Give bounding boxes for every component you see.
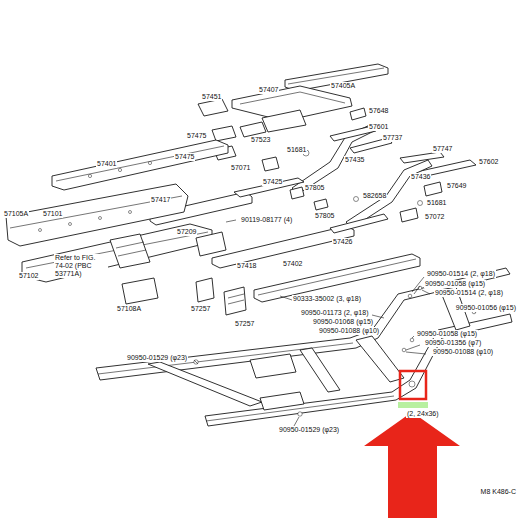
callout-number: 57805 (314, 212, 335, 220)
callout-number: 57418 (236, 262, 257, 270)
callout-number: 57425 (262, 178, 283, 186)
callout-number: 90950-01529 (φ23) (278, 426, 340, 434)
highlight-patch (398, 402, 428, 408)
callout-number: 90950-01173 (2, φ18) (300, 309, 369, 317)
callout-number: 57523 (250, 136, 271, 144)
callout-number: 90950-01514 (2, φ18) (434, 289, 504, 297)
callout-number: 582658 (362, 192, 387, 200)
callout-number: 57436 (410, 173, 431, 181)
callout-number: 57451 (201, 93, 222, 101)
reference-note: Refer to FIG. 74-02 (PBC 53771A) (54, 254, 108, 278)
callout-number: 57402 (282, 260, 303, 268)
callout-number: 57475 (186, 132, 207, 140)
callout-number: 90950-01514 (2, φ18) (426, 270, 496, 278)
callout-number: 57417 (150, 196, 171, 204)
callout-number: 51681 (286, 146, 307, 154)
assembled-frame (96, 268, 512, 426)
callout-number: 90950-01068 (φ15) (312, 318, 374, 326)
callout-number: 57102 (18, 272, 39, 280)
callout-number: 90119-08177 (4) (240, 216, 293, 224)
callout-number: M8 K486-C (480, 488, 517, 496)
callout-number: 57209 (176, 228, 197, 236)
callout-number: 90950-01056 (φ15) (455, 304, 517, 312)
callout-number: 57407 (258, 86, 279, 94)
callout-number: 57649 (446, 182, 467, 190)
callout-number: 57475 (174, 153, 195, 161)
red-arrow (364, 412, 460, 518)
callout-number: 57105A (3, 210, 29, 218)
callout-number: 57257 (190, 305, 211, 313)
callout-number: 57648 (368, 107, 389, 115)
callout-number: 57257 (234, 320, 255, 328)
callout-number: 57602 (478, 158, 499, 166)
callout-number: 57805 (304, 184, 325, 192)
callout-number: 57071 (230, 164, 251, 172)
callout-number: (2, 24x36) (406, 410, 440, 418)
callout-number: 90950-01088 (φ10) (318, 327, 380, 335)
callout-number: 57401 (96, 160, 117, 168)
callout-number: 90950-01058 (φ15) (416, 330, 478, 338)
callout-number: 57108A (116, 305, 142, 313)
callout-number: 90950-01088 (φ10) (432, 348, 494, 356)
highlight-box (400, 371, 426, 399)
callout-number: 57072 (424, 213, 445, 221)
callout-number: 57601 (368, 123, 389, 131)
callout-number: 90333-35002 (3, φ18) (292, 295, 362, 303)
callout-number: 90950-01529 (φ23) (126, 354, 188, 362)
callout-number: 51681 (426, 199, 447, 207)
leader-lines (194, 220, 476, 426)
callout-number: 57426 (332, 238, 353, 246)
highlight (364, 371, 460, 518)
callout-number: 57747 (432, 145, 453, 153)
callout-number: 57435 (344, 156, 365, 164)
callout-number: 57405A (330, 82, 356, 90)
callout-number: 57101 (42, 210, 63, 218)
callout-number: 57737 (382, 134, 403, 142)
callout-number: 90950-01058 (φ15) (424, 280, 486, 288)
exploded-parts (6, 64, 476, 315)
callout-number: 90950-01356 (φ7) (424, 339, 482, 347)
